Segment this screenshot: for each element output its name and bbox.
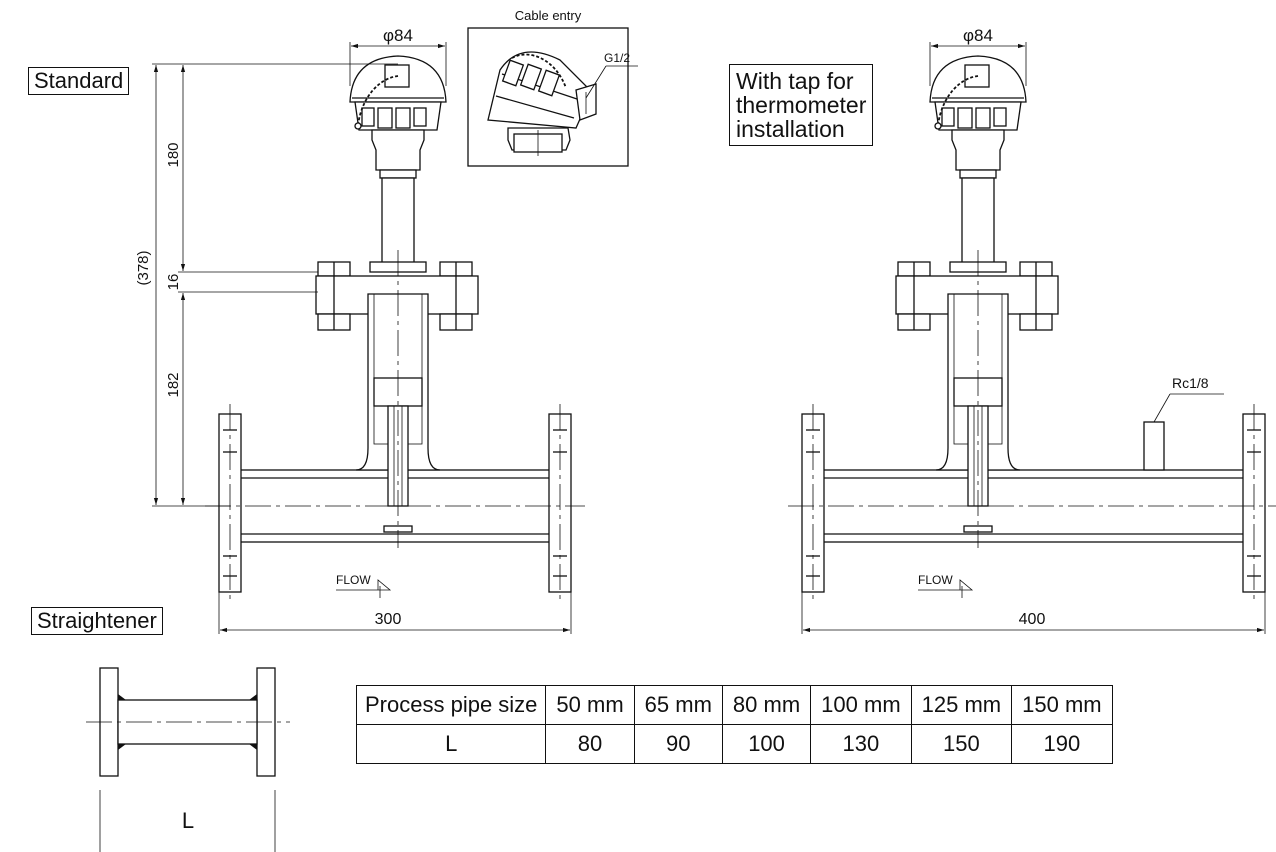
standard-flowmeter-drawing xyxy=(205,55,585,604)
svg-text:16: 16 xyxy=(165,274,182,291)
table-cell: 100 mm xyxy=(810,685,912,725)
flow-label-right: FLOW xyxy=(918,573,953,587)
length-standard-dimension: 300 xyxy=(375,611,402,628)
svg-text:180: 180 xyxy=(165,142,182,167)
straightener-drawing xyxy=(86,667,290,852)
overall-height-dimension: (378) xyxy=(135,250,152,285)
table-cell: 100 xyxy=(721,724,812,764)
thermometer-tap-flowmeter-drawing xyxy=(788,55,1276,604)
lower-height-dimension: 182 xyxy=(165,372,182,397)
table-header-cell: Process pipe size xyxy=(355,685,547,725)
table-cell: 150 xyxy=(910,724,1013,764)
table-row: L 80 90 100 130 150 190 xyxy=(355,724,1113,764)
table-cell: 130 xyxy=(810,724,912,764)
table-cell: 150 mm xyxy=(1011,685,1113,725)
thermometer-tap-line-2: thermometer xyxy=(736,92,867,119)
table-cell: 50 mm xyxy=(545,685,635,725)
pipe-size-table: Process pipe size 50 mm 65 mm 80 mm 100 … xyxy=(355,685,1113,764)
straightener-label: Straightener xyxy=(31,607,163,636)
svg-text:(378): (378) xyxy=(135,250,152,285)
table-cell: 190 xyxy=(1011,724,1113,764)
table-row: Process pipe size 50 mm 65 mm 80 mm 100 … xyxy=(355,685,1113,725)
svg-text:182: 182 xyxy=(165,372,182,397)
table-cell: 65 mm xyxy=(633,685,723,725)
cable-thread-label: G1/2 xyxy=(604,51,630,65)
head-height-dimension: 180 xyxy=(165,142,182,167)
standard-label: Standard xyxy=(28,67,130,96)
flange-thickness-dimension: 16 xyxy=(165,274,182,291)
flow-label-left: FLOW xyxy=(336,573,371,587)
tap-thread-label: Rc1/8 xyxy=(1172,375,1209,391)
diameter-label-left: φ84 xyxy=(383,26,413,45)
table-row-label: L xyxy=(355,724,547,764)
table-cell: 125 mm xyxy=(910,685,1013,725)
cable-entry-title: Cable entry xyxy=(515,8,582,23)
thermometer-tap-line-1: With tap for xyxy=(736,68,854,94)
cable-entry-inset xyxy=(467,27,638,167)
thermometer-tap-label: With tap for thermometer installation xyxy=(729,64,874,147)
table-cell: 80 mm xyxy=(721,685,812,725)
straightener-length-label: L xyxy=(182,808,194,833)
thermometer-tap-line-3: installation xyxy=(736,116,845,143)
diameter-label-right: φ84 xyxy=(963,26,993,45)
table-cell: 80 xyxy=(545,724,635,764)
length-thermo-tap-dimension: 400 xyxy=(1019,611,1046,628)
table-cell: 90 xyxy=(633,724,723,764)
